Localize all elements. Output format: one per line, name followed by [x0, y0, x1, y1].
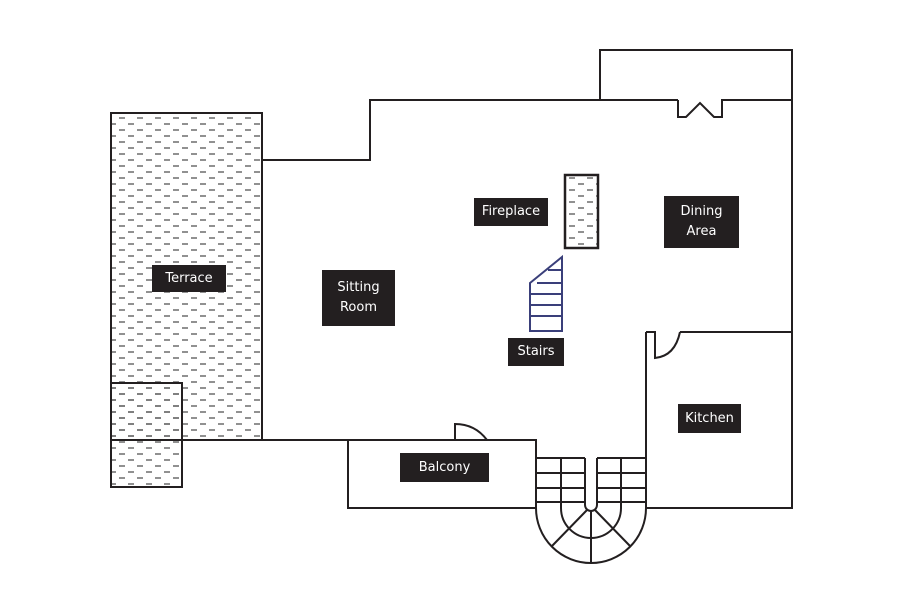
entry-door-notch: [677, 99, 792, 118]
top-annex: [599, 49, 793, 100]
balcony-door: [454, 422, 488, 441]
label-fireplace: Fireplace: [474, 198, 548, 226]
label-stairs: Stairs: [508, 338, 564, 366]
label-dining-area: Dining Area: [664, 196, 739, 248]
label-kitchen: Kitchen: [678, 404, 741, 433]
fireplace-shape: [563, 173, 600, 250]
label-terrace: Terrace: [152, 265, 226, 292]
right-wall: [646, 100, 793, 509]
interior-stairs: [529, 254, 563, 332]
entrance-stairs: [535, 457, 647, 564]
label-sitting-room: Sitting Room: [322, 270, 395, 326]
kitchen-door: [646, 331, 681, 360]
label-balcony: Balcony: [400, 453, 489, 482]
outer-wall: [262, 99, 678, 161]
terrace-extension: [110, 382, 183, 488]
